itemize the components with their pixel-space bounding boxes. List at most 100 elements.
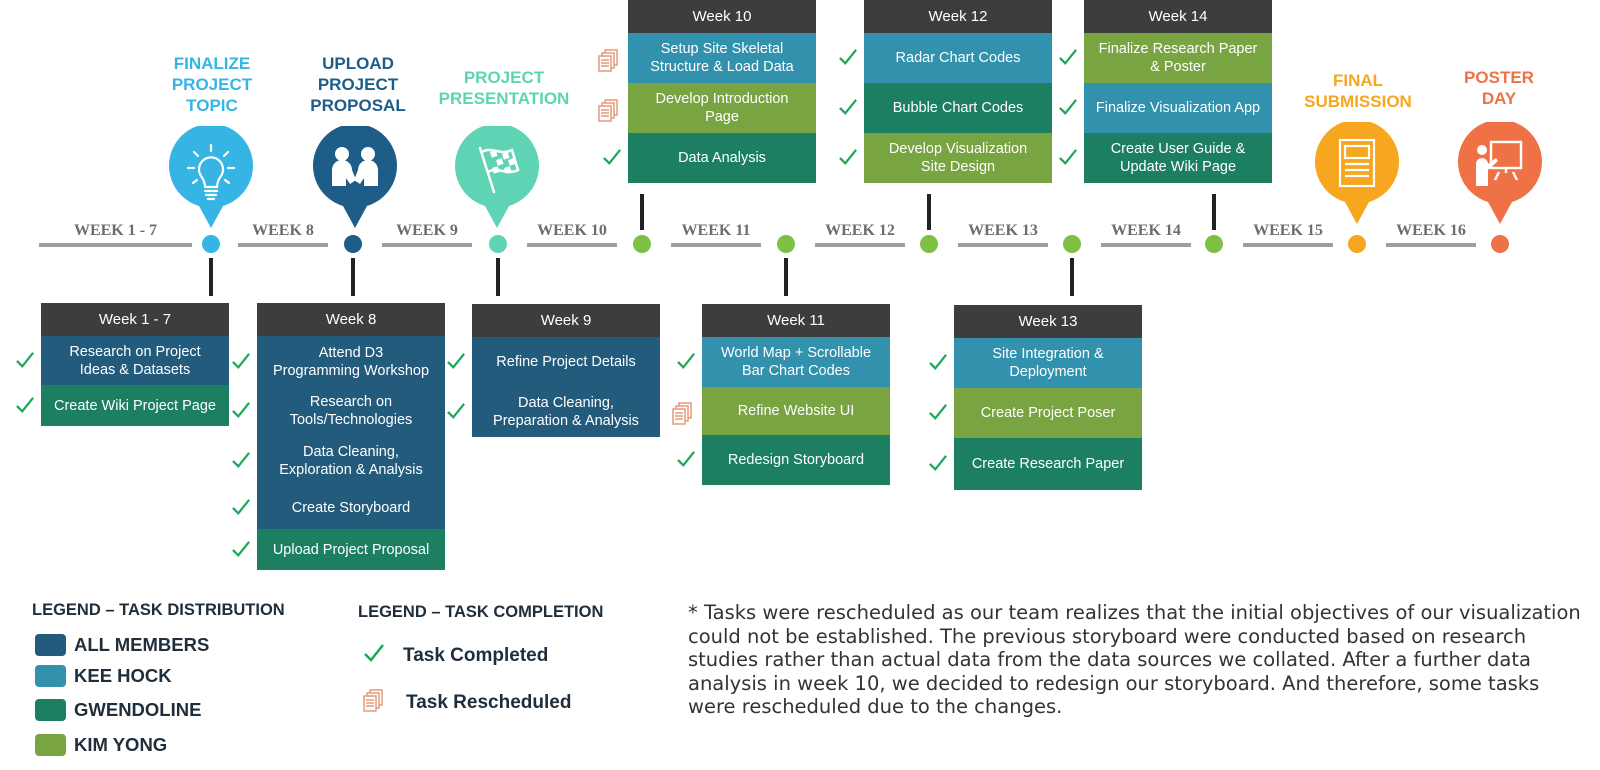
task-item: Data Analysis — [603, 133, 816, 183]
task-box-title: Week 10 — [628, 0, 816, 33]
task-label: Radar Chart Codes — [895, 50, 1021, 66]
rescheduled-document-icon — [672, 401, 692, 425]
color-swatch — [35, 699, 66, 721]
milestone-label: FINALIZE PROJECT TOPIC — [171, 54, 253, 115]
checkmark-icon — [363, 643, 403, 668]
legend-item: KEE HOCK — [35, 665, 172, 687]
rescheduled-document-icon — [363, 688, 406, 717]
legend-item-label: KIM YONG — [74, 734, 168, 755]
task-item: Finalize Research Paper & Poster — [1059, 33, 1272, 83]
milestone-label: FINAL SUBMISSION — [1304, 71, 1412, 111]
task-label: Create Wiki Project Page — [54, 397, 216, 414]
task-label: Setup Site Skeletal Structure & Load Dat… — [650, 41, 794, 75]
timeline-segment — [958, 243, 1048, 247]
task-label: Refine Website UI — [737, 403, 855, 419]
timeline-dot — [1348, 235, 1366, 253]
task-box-title: Week 13 — [954, 305, 1142, 338]
task-label: Redesign Storyboard — [727, 452, 865, 468]
task-item: Create Wiki Project Page — [16, 385, 229, 426]
week-label: WEEK 16 — [1396, 222, 1466, 239]
checkmark-icon — [15, 396, 35, 416]
week-label: WEEK 15 — [1253, 222, 1323, 239]
color-swatch — [35, 665, 66, 687]
checkered-flag-icon — [454, 126, 540, 230]
week-label: WEEK 1 - 7 — [73, 222, 158, 239]
reschedule-note: * Tasks were rescheduled as our team rea… — [688, 601, 1581, 718]
task-item: Data Cleaning, Preparation & Analysis — [447, 387, 660, 437]
document-report-icon — [1314, 122, 1400, 226]
milestone-label: POSTER DAY — [1464, 68, 1534, 108]
task-label: Attend D3 Programming Workshop — [272, 344, 430, 379]
task-label: Create Research Paper — [971, 456, 1125, 472]
timeline-dot — [489, 235, 507, 253]
checkmark-icon — [928, 353, 948, 373]
timeline-segment — [238, 243, 328, 247]
legend-item: ALL MEMBERS — [35, 634, 209, 656]
timeline-dot — [1063, 235, 1081, 253]
checkmark-icon — [231, 498, 251, 518]
timeline-segment — [671, 243, 761, 247]
rescheduled-document-icon — [598, 98, 618, 122]
week-label: WEEK 9 — [396, 222, 458, 239]
checkmark-icon — [231, 401, 251, 421]
color-swatch — [35, 634, 66, 656]
task-box-title: Week 14 — [1084, 0, 1272, 33]
task-item: Setup Site Skeletal Structure & Load Dat… — [598, 33, 816, 83]
checkmark-icon — [1058, 148, 1078, 168]
checkmark-icon — [1058, 48, 1078, 68]
connector-stem — [496, 258, 500, 296]
checkmark-icon — [838, 48, 858, 68]
task-label: Finalize Visualization App — [1095, 100, 1261, 116]
timeline-dot — [1205, 235, 1223, 253]
checkmark-icon — [1058, 98, 1078, 118]
task-label: Develop Visualization Site Design — [888, 141, 1028, 175]
connector-stem — [1070, 258, 1074, 296]
task-label: Refine Project Details — [496, 354, 636, 370]
checkmark-icon — [446, 402, 466, 422]
timeline-segment — [527, 243, 617, 247]
checkmark-icon — [231, 540, 251, 560]
timeline-dot — [344, 235, 362, 253]
checkmark-icon — [676, 352, 696, 372]
task-item: Attend D3 Programming Workshop — [232, 336, 445, 387]
task-box-title: Week 12 — [864, 0, 1052, 33]
task-label: Site Integration & Deployment — [992, 346, 1104, 380]
task-item: Finalize Visualization App — [1059, 83, 1272, 133]
week-label: WEEK 13 — [968, 222, 1038, 239]
timeline-segment — [1386, 243, 1476, 247]
connector-stem — [927, 194, 931, 230]
task-item: Create Project Poser — [929, 388, 1142, 438]
connector-stem — [209, 258, 213, 296]
task-item: Data Cleaning, Exploration & Analysis — [232, 434, 445, 487]
timeline-dot — [1491, 235, 1509, 253]
timeline-dot — [633, 235, 651, 253]
task-box-title: Week 8 — [257, 303, 445, 336]
task-box-title: Week 11 — [702, 304, 890, 337]
week-label: WEEK 10 — [537, 222, 607, 239]
handshake-icon — [312, 126, 398, 230]
color-swatch — [35, 734, 66, 756]
checkmark-icon — [928, 403, 948, 423]
legend-item-label: Task Completed — [403, 644, 549, 666]
task-label: World Map + Scrollable Bar Chart Codes — [720, 345, 872, 379]
timeline-segment — [815, 243, 905, 247]
week-label: WEEK 11 — [681, 222, 751, 239]
checkmark-icon — [838, 98, 858, 118]
task-item: Bubble Chart Codes — [839, 83, 1052, 133]
task-label: Create Storyboard — [291, 500, 411, 516]
connector-stem — [640, 194, 644, 230]
task-label: Develop Introduction Page — [655, 91, 789, 125]
task-item: Research on Project Ideas & Datasets — [16, 336, 229, 385]
task-item: Refine Project Details — [447, 337, 660, 387]
task-label: Create Project Poser — [980, 405, 1116, 421]
task-item: World Map + Scrollable Bar Chart Codes — [677, 337, 890, 387]
task-label: Bubble Chart Codes — [892, 100, 1024, 116]
legend-item: Task Completed — [363, 643, 548, 668]
legend-title: LEGEND – TASK COMPLETION — [358, 603, 604, 621]
task-label: Research on Tools/Technologies — [289, 393, 413, 428]
timeline-dot — [920, 235, 938, 253]
task-item: Develop Introduction Page — [598, 83, 816, 133]
task-item: Refine Website UI — [672, 387, 890, 435]
timeline-segment — [39, 243, 192, 247]
